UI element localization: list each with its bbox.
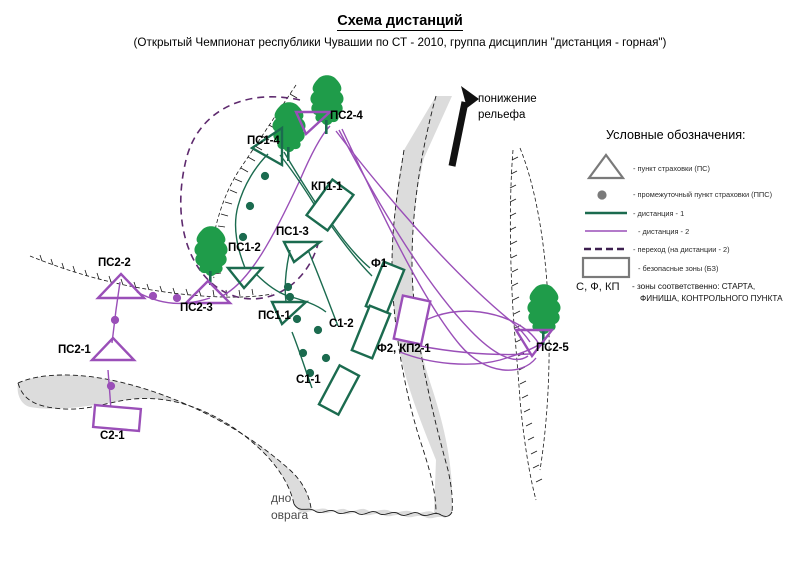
course1-seg-kp11-f1 [331, 223, 371, 269]
legend-item-label-course2: - дистанция - 2 [638, 227, 690, 236]
ppp-dot [292, 314, 302, 324]
escarpment-right [509, 149, 537, 501]
map-label-ps21: ПС2-1 [58, 344, 91, 356]
legend-item-label-belay: - пункт страховки (ПС) [633, 164, 710, 173]
transition-path-course2 [179, 96, 319, 300]
course1-seg-ps14-kp11 [279, 154, 315, 205]
legend-panel: Условные обозначения: - пункт страховки … [576, 128, 798, 314]
belay-triangle-ps21 [89, 336, 137, 362]
legend-footer-line1: - зоны соответственно: СТАРТА, [632, 282, 756, 291]
ppp-dot [245, 201, 255, 211]
relief-arrow-label-line2: рельефа [478, 109, 526, 121]
legend-item-label-course1: - дистанция - 1 [633, 209, 685, 218]
ppp-dot [106, 381, 116, 391]
relief-direction-arrow [448, 86, 479, 167]
map-label-c12: С1-2 [329, 318, 354, 330]
course2-seg-ps21-ps22 [111, 281, 121, 344]
page-title-text: Схема дистанций [337, 13, 463, 31]
ppp-dot [298, 348, 308, 358]
map-label-ps12: ПС1-2 [228, 242, 261, 254]
legend-icons [581, 153, 631, 279]
escarpment-left [29, 255, 273, 298]
ppp-dot [260, 171, 270, 181]
belay-triangle-ps25 [513, 328, 555, 359]
legend-item-label-safezone: - безопасные зоны (БЗ) [638, 264, 719, 273]
legend-title: Условные обозначения: [606, 128, 746, 142]
ppp-dot [238, 232, 248, 242]
belay-triangle-ps23 [183, 279, 233, 305]
course1-intermediate-points [238, 171, 331, 378]
tree-icon [194, 226, 228, 285]
course1-belay-points [225, 125, 324, 327]
course2-belay-points [89, 110, 555, 362]
map-label-kp11: КП1-1 [311, 181, 343, 193]
course1-seg-ps11-c11 [291, 331, 313, 389]
map-label-ps22: ПС2-2 [98, 257, 131, 269]
ravine-right-edge [411, 95, 453, 513]
escarpment-far-right [519, 147, 550, 471]
course2-seg-ps24-fan-c [341, 128, 537, 371]
legend-footer-line2: ФИНИША, КОНТРОЛЬНОГО ПУНКТА [640, 294, 783, 303]
map-label-c21: С2-1 [100, 430, 125, 442]
ppp-dot [283, 282, 293, 292]
ravine-label-line1: дно [271, 491, 292, 505]
zone-rect-kp11 [304, 177, 356, 233]
legend-item-label-intermediate: - промежуточный пункт страховки (ППС) [633, 190, 773, 199]
triangle-icon [586, 153, 626, 180]
belay-triangle-ps22 [95, 272, 147, 300]
map-label-f1: Ф1 [371, 258, 388, 270]
belay-triangle-ps12 [225, 266, 265, 290]
belay-triangle-ps13 [282, 240, 324, 264]
zone-rect-c11 [317, 363, 361, 417]
map-label-ps13: ПС1-3 [276, 226, 309, 238]
ppp-dot [321, 353, 331, 363]
ppp-dot [148, 291, 158, 301]
map-label-ps24: ПС2-4 [330, 110, 363, 122]
belay-triangle-ps11 [270, 300, 310, 327]
ravine-left-edge [391, 149, 437, 514]
belay-triangle-ps24 [294, 110, 334, 137]
course1-seg-ps12-ps11 [255, 273, 327, 313]
ppp-dot [110, 315, 120, 325]
relief-arrow-label-line1: понижение [478, 93, 537, 105]
legend-item-label-transition: - переход (на дистанции - 2) [633, 245, 730, 254]
map-label-ps23: ПС2-3 [180, 302, 213, 314]
ppp-dot [313, 325, 323, 335]
ravine-outline [17, 374, 312, 509]
zone-rect-f2-kp21 [392, 294, 432, 346]
map-label-f2-kp21: Ф2, КП2-1 [377, 343, 431, 355]
rectangle-icon [581, 256, 631, 279]
page-title: Схема дистанций [0, 13, 800, 31]
ppp-dot [305, 368, 315, 378]
course2-seg-ps25-f2 [419, 345, 531, 356]
course2-intermediate-points [106, 291, 182, 391]
ppp-dot [285, 292, 295, 302]
zone-rect-c12 [350, 304, 392, 360]
ravine-area [17, 95, 453, 519]
course2-seg-f2-loop2 [399, 343, 541, 365]
zone-rect-c21 [91, 403, 143, 433]
ravine-bottom-wave [293, 503, 453, 517]
legend-footer-code: С, Ф, КП [576, 281, 620, 293]
course1-seg-ps13-c12 [307, 249, 339, 327]
ravine-outline-inner [17, 382, 295, 505]
tree-icon [527, 284, 561, 345]
course2-seg-ps24-ps25-a [335, 130, 531, 343]
course1-route [234, 151, 373, 389]
ppp-dot [172, 293, 182, 303]
dot-icon [597, 190, 607, 200]
page-subtitle: (Открытый Чемпионат республики Чувашии п… [133, 36, 667, 49]
course2-route [107, 125, 541, 426]
map-label-ps25: ПС2-5 [536, 342, 569, 354]
ravine-label-line2: оврага [271, 508, 309, 522]
map-label-c11: С1-1 [296, 374, 321, 386]
escarpment-right-ticks [509, 156, 543, 483]
course1-seg-ps12-ps14 [234, 153, 269, 269]
safety-zones [91, 177, 432, 433]
map-label-ps14: ПС1-4 [247, 135, 280, 147]
belay-triangle-ps14 [249, 125, 284, 168]
course2-seg-ps23-ps24 [221, 125, 331, 297]
map-label-ps11: ПС1-1 [258, 310, 291, 322]
